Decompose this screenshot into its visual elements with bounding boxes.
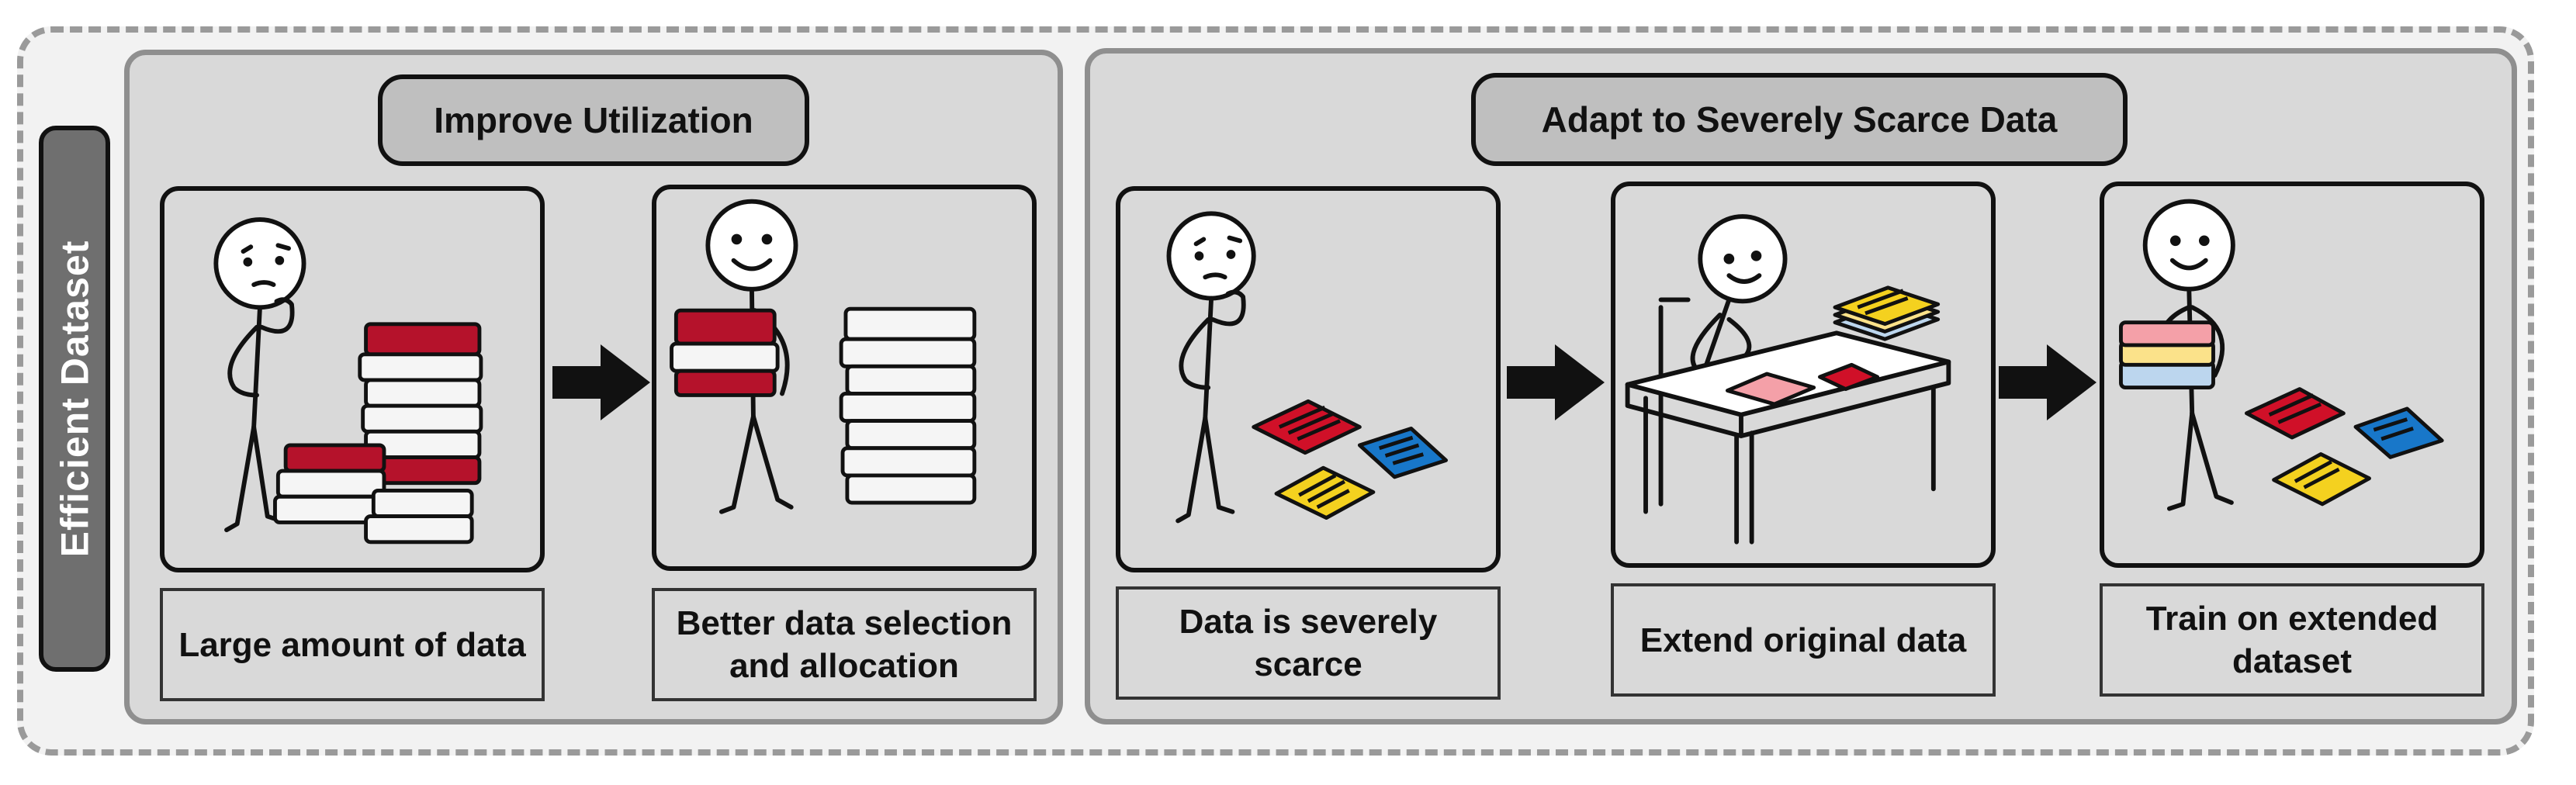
stick-figure-thinking-with-book-piles-icon <box>213 217 483 545</box>
arrow-icon <box>552 344 650 420</box>
panel-train-extended <box>2100 182 2484 568</box>
stick-figure-thinking-with-few-papers-icon <box>1166 211 1449 524</box>
group-title-improve-utilization: Improve Utilization <box>378 74 809 166</box>
panel-large-data <box>160 186 545 572</box>
group-title-adapt-scarce-data: Adapt to Severely Scarce Data <box>1471 73 2128 166</box>
arrow-icon <box>1507 344 1605 420</box>
arrow-icon <box>1999 344 2096 420</box>
caption-large-data: Large amount of data <box>160 588 545 701</box>
panel-scarce-data <box>1116 186 1501 572</box>
panel-extend-data <box>1611 182 1996 568</box>
side-label: Efficient Dataset <box>39 126 110 672</box>
stick-figure-writing-at-desk-icon <box>1625 214 1951 545</box>
caption-train-extended: Train on extended dataset <box>2100 583 2484 697</box>
panel-better-selection <box>652 185 1037 571</box>
stick-figure-carrying-paper-stack-icon <box>2119 199 2444 511</box>
side-label-text: Efficient Dataset <box>53 240 96 558</box>
caption-scarce-data: Data is severely scarce <box>1116 586 1501 700</box>
caption-extend-data: Extend original data <box>1611 583 1996 697</box>
stick-figure-carrying-books-icon <box>670 199 977 514</box>
caption-better-selection: Better data selection and allocation <box>652 588 1037 701</box>
